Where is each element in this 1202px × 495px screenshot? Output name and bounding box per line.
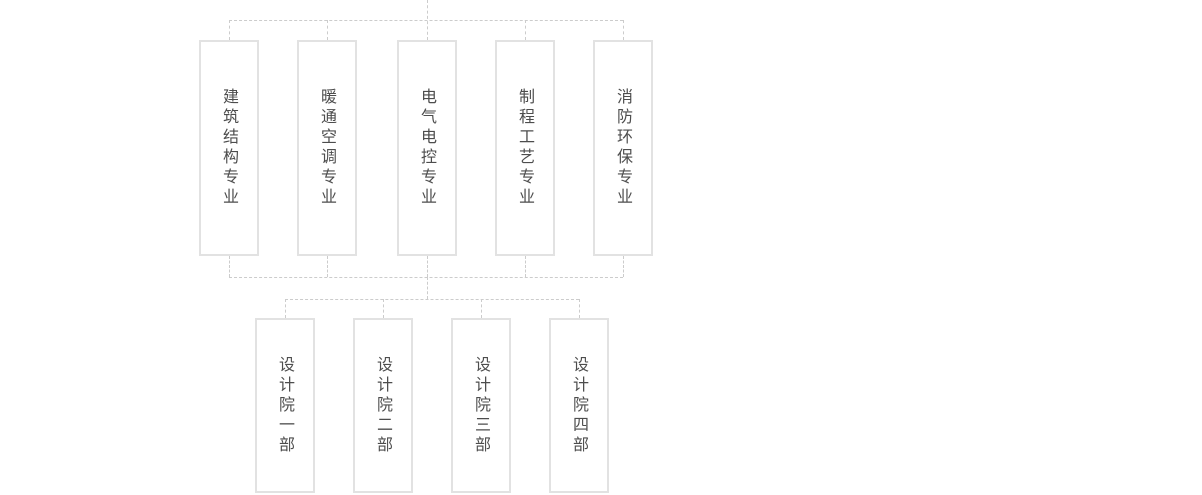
- connector-stub: [525, 256, 526, 277]
- org-node-label: 建筑结构专业: [220, 88, 239, 208]
- connector-stub: [481, 299, 482, 318]
- connector-level1-bottom-rail: [229, 277, 623, 278]
- connector-trunk: [427, 277, 428, 299]
- connector-stub: [229, 256, 230, 277]
- org-node-design-dept-4: 设计院四部: [549, 318, 609, 493]
- org-node-label: 设计院三部: [472, 355, 491, 456]
- org-node-architecture-structure: 建筑结构专业: [199, 40, 259, 256]
- connector-stub: [285, 299, 286, 318]
- org-node-design-dept-3: 设计院三部: [451, 318, 511, 493]
- org-node-label: 电气电控专业: [418, 88, 437, 208]
- org-node-fire-environmental: 消防环保专业: [593, 40, 653, 256]
- connector-level2-top-rail: [285, 299, 579, 300]
- org-node-process-technology: 制程工艺专业: [495, 40, 555, 256]
- connector-stub: [327, 256, 328, 277]
- org-node-electrical-control: 电气电控专业: [397, 40, 457, 256]
- connector-stub: [623, 256, 624, 277]
- org-node-label: 设计院一部: [276, 355, 295, 456]
- org-node-label: 制程工艺专业: [516, 88, 535, 208]
- connector-level1-top-rail: [229, 20, 623, 21]
- connector-stub: [623, 20, 624, 40]
- org-node-design-dept-1: 设计院一部: [255, 318, 315, 493]
- connector-stub: [327, 20, 328, 40]
- org-node-label: 设计院二部: [374, 355, 393, 456]
- org-node-hvac: 暖通空调专业: [297, 40, 357, 256]
- connector-stub: [579, 299, 580, 318]
- org-node-label: 设计院四部: [570, 355, 589, 456]
- org-node-design-dept-2: 设计院二部: [353, 318, 413, 493]
- connector-stub: [383, 299, 384, 318]
- org-node-label: 暖通空调专业: [318, 88, 337, 208]
- org-node-label: 消防环保专业: [614, 88, 633, 208]
- connector-stub: [229, 20, 230, 40]
- connector-stub: [427, 256, 428, 277]
- connector-stub: [525, 20, 526, 40]
